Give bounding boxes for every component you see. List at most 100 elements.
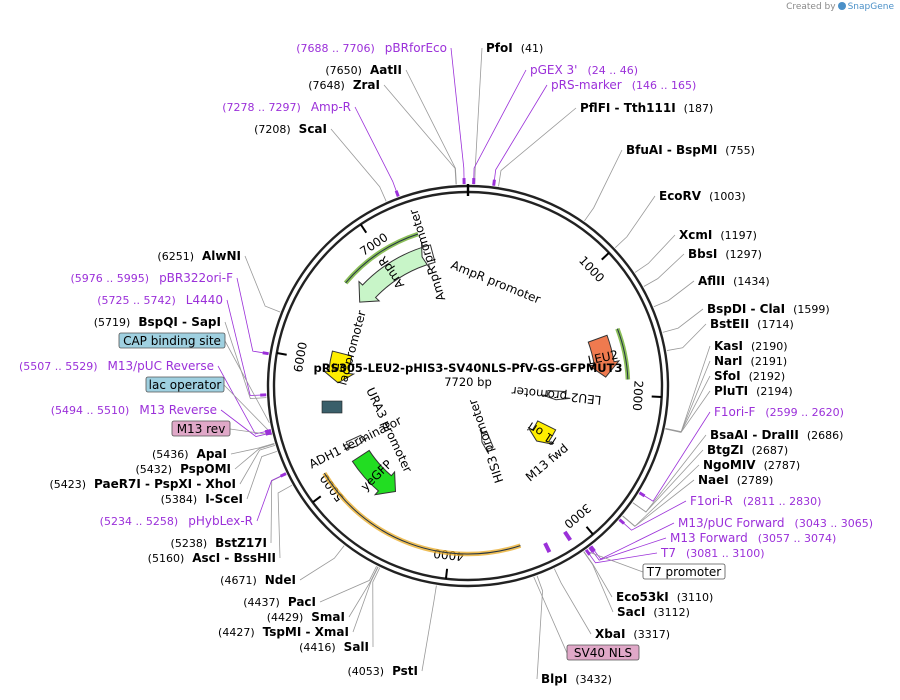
site-pbr322ori-f-leader <box>236 277 269 355</box>
enzyme-eco53ki-position: (3110) <box>677 591 714 604</box>
box-t7-promoter-leader <box>584 550 644 573</box>
enzyme-saci-name: SacI <box>617 605 645 619</box>
site-f1ori-f-label: F1ori-F(2599 .. 2620) <box>714 405 844 419</box>
enzyme-pfoi: PfoI (41) <box>486 41 543 55</box>
enzyme-labels: PfoI (41) PflFI - Tth111I(187) BfuAI - BspM… <box>49 41 843 686</box>
enzyme-tspmi-xmai-leader <box>352 566 379 633</box>
enzyme-psti-leader <box>421 585 437 672</box>
enzyme-paer7i-pspxi-xhoi-name: PaeR7I - PspXI - XhoI <box>94 477 236 491</box>
enzyme-bsteii-label: BstEII (1714) <box>710 317 794 331</box>
enzyme-ecorv-leader <box>614 195 656 249</box>
site-m13-forward: M13 Forward(3057 .. 3074) <box>670 531 836 545</box>
feature-his3-promoter <box>480 428 494 455</box>
site-m13-reverse-name: M13 Reverse <box>139 403 217 417</box>
enzyme-aatii: (7650)AatII <box>325 63 402 77</box>
enzyme-psti: (4053)PstI <box>347 664 418 678</box>
enzyme-pflfi-tth111i: PflFI - Tth111I(187) <box>580 101 713 115</box>
site-m13-forward-label: M13 Forward(3057 .. 3074) <box>670 531 836 545</box>
enzyme-tspmi-xmai-name: TspMI - XmaI <box>263 625 349 639</box>
enzyme-asci-bsshii-position: (5160) <box>148 552 185 565</box>
enzyme-bsteii-leader <box>666 323 707 351</box>
enzyme-pfoi-name: PfoI <box>486 41 513 55</box>
enzyme-bspqi-sapi-position: (5719) <box>94 316 131 329</box>
enzyme-bsaai-draiii-label: BsaAI - DraIII(2686) <box>710 428 843 442</box>
enzyme-asci-bsshii: (5160)AscI - BssHII <box>148 551 276 565</box>
enzyme-bspqi-sapi-leader <box>224 321 267 399</box>
site-m13-puc-forward-mark <box>589 545 596 552</box>
enzyme-bsaai-draiii: BsaAI - DraIII(2686) <box>710 428 843 442</box>
yegfp-halo-arc-line <box>323 472 521 555</box>
site-m13-forward-mark <box>588 546 595 554</box>
tick-1000 <box>601 252 610 261</box>
site-m13-reverse-label: (5494 .. 5510)M13 Reverse <box>51 403 217 417</box>
enzyme-tspmi-xmai: (4427)TspMI - XmaI <box>218 625 349 639</box>
enzyme-tspmi-xmai-label: (4427)TspMI - XmaI <box>218 625 349 639</box>
enzyme-naei-position: (2789) <box>737 474 774 487</box>
box-lac-operator: lac operator <box>145 376 225 393</box>
enzyme-aflii-name: AflII <box>698 274 725 288</box>
site-phyblex-r-name: pHybLex-R <box>188 514 253 528</box>
site-pgex-3-label: pGEX 3'(24 .. 46) <box>530 63 638 77</box>
site-pbr322ori-f: (5976 .. 5995)pBR322ori-F <box>71 271 234 285</box>
enzyme-xcmi-label: XcmI(1197) <box>679 228 757 242</box>
feature-label-ori: ori <box>331 360 348 376</box>
enzyme-i-scei-position: (5384) <box>161 493 198 506</box>
enzyme-sfoi-position: (2192) <box>749 370 786 383</box>
enzyme-sfoi-name: SfoI <box>714 369 741 383</box>
site-f1ori-r-range: (2811 .. 2830) <box>743 495 822 508</box>
enzyme-pspomi: (5432)PspOMI <box>135 462 231 476</box>
leader-lines <box>217 47 711 680</box>
enzyme-saci-leader <box>583 551 614 613</box>
enzyme-psti-label: (4053)PstI <box>347 664 418 678</box>
site-m13-puc-forward-range: (3043 .. 3065) <box>795 517 874 530</box>
site-t7-name: T7 <box>660 546 676 560</box>
enzyme-xcmi-leader <box>634 234 676 273</box>
site-amp-r: (7278 .. 7297)Amp-R <box>222 100 351 114</box>
enzyme-sali-leader <box>372 567 381 648</box>
enzyme-bsteii-name: BstEII <box>710 317 749 331</box>
enzyme-bfuai-bspmi-position: (755) <box>725 144 755 157</box>
enzyme-naei-label: NaeI(2789) <box>698 473 773 487</box>
tick-7000 <box>359 223 368 234</box>
site-pbrforeco-name: pBRforEco <box>385 41 447 55</box>
leu2-halo-arc-line <box>616 328 629 380</box>
tick-label-3000: 3000 <box>561 501 593 531</box>
site-m13-reverse-mark <box>265 431 272 436</box>
enzyme-alwni-label: (6251)AlwNI <box>157 249 241 263</box>
enzyme-pspomi-leader <box>234 443 275 470</box>
site-t7-label: T7(3081 .. 3100) <box>660 546 765 560</box>
enzyme-aatii-name: AatII <box>370 63 402 77</box>
tick-label-6000: 6000 <box>291 341 310 373</box>
enzyme-psti-name: PstI <box>392 664 418 678</box>
feature-ampr-promoter <box>420 242 436 270</box>
enzyme-paci: (4437)PacI <box>243 595 316 609</box>
enzyme-xbai-position: (3317) <box>633 628 670 641</box>
tick-5000 <box>312 495 322 504</box>
site-pgex-3-range: (24 .. 46) <box>587 64 638 77</box>
enzyme-apai-position: (5436) <box>152 448 189 461</box>
site-m13-puc-forward-name: M13/pUC Forward <box>678 516 785 530</box>
site-f1ori-f-mark <box>638 491 646 498</box>
enzyme-xcmi-name: XcmI <box>679 228 712 242</box>
enzyme-alwni-name: AlwNI <box>202 249 241 263</box>
enzyme-ecorv: EcoRV(1003) <box>659 189 746 203</box>
tick-4000 <box>444 568 449 579</box>
site-phyblex-r-label: (5234 .. 5258)pHybLex-R <box>100 514 253 528</box>
feature-yegfp <box>351 449 397 496</box>
enzyme-pluti-position: (2194) <box>756 385 793 398</box>
enzyme-ndei-label: (4671)NdeI <box>220 573 296 587</box>
enzyme-bfuai-bspmi-label: BfuAI - BspMI (755) <box>626 143 755 157</box>
box-sv40-nls-text: SV40 NLS <box>574 646 632 660</box>
enzyme-bbsi: BbsI(1297) <box>688 247 762 261</box>
enzyme-btgzi: BtgZI(2687) <box>707 443 788 457</box>
enzyme-apai: (5436)ApaI <box>152 447 227 461</box>
site-m13-puc-reverse-name: M13/pUC Reverse <box>108 359 215 373</box>
enzyme-pfoi-leader <box>474 47 483 185</box>
inner-mark-0 <box>563 530 572 542</box>
enzyme-pfoi-position: (41) <box>521 42 544 55</box>
site-f1ori-r-name: F1ori-R <box>690 494 733 508</box>
tick-3000 <box>585 526 594 536</box>
enzyme-bsteii-position: (1714) <box>757 318 794 331</box>
enzyme-bfuai-bspmi-name: BfuAI - BspMI <box>626 143 717 157</box>
enzyme-scai-label: (7208)ScaI <box>254 122 327 136</box>
